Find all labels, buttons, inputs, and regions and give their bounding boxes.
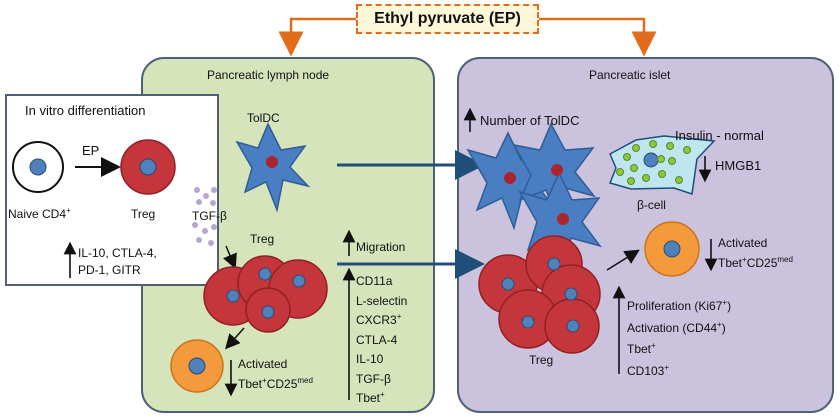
invitro-effect-2: PD-1, GITR	[78, 263, 141, 277]
ep-title: Ethyl pyruvate (EP)	[356, 4, 539, 34]
islet-activated-label: Activated	[718, 236, 768, 250]
islet-toldc-label: Number of TolDC	[480, 113, 580, 128]
ep-arrow-right	[539, 17, 657, 57]
lymph-treg-label: Treg	[250, 232, 275, 246]
tgf-to-treg-arrow	[223, 245, 237, 270]
naive-cd4-label: Naive CD4+	[8, 206, 71, 221]
tgf-beta-label: TGF-β	[192, 209, 227, 223]
beta-cell-label: β-cell	[637, 198, 666, 212]
tgf-beta-dots	[192, 187, 217, 246]
effect-cd103: CD103+	[627, 362, 670, 378]
treg-to-activated-arrow	[225, 327, 245, 350]
effect-activation: Activation (CD44+)	[627, 319, 726, 335]
migration-label: Migration	[356, 240, 406, 254]
invitro-heading: In vitro differentiation	[25, 103, 146, 118]
islet-treg-label: Treg	[529, 353, 554, 367]
lymph-node-heading: Pancreatic lymph node	[207, 68, 330, 82]
marker-cxcr3: CXCR3+	[356, 312, 402, 327]
islet-activated-phenotype: Tbet+CD25med	[718, 255, 793, 270]
lymph-toldc-label: TolDC	[247, 111, 280, 125]
effect-proliferation: Proliferation (Ki67+)	[627, 298, 732, 313]
marker-il10: IL-10	[356, 352, 384, 366]
marker-l-selectin: L-selectin	[356, 293, 408, 308]
islet-treg-activation-arrow	[606, 249, 640, 271]
lymph-marker-list: CD11a L-selectin CXCR3+ CTLA-4 IL-10 TGF…	[356, 270, 407, 407]
islet-effects-list: Proliferation (Ki67+) Activation (CD44+)…	[627, 294, 731, 380]
hmgb1-label: HMGB1	[715, 158, 762, 173]
lymph-activated-phenotype: Tbet+CD25med	[238, 376, 313, 391]
invitro-effect-1: IL-10, CTLA-4,	[78, 246, 157, 260]
invitro-treg-label: Treg	[131, 207, 156, 221]
insulin-label: Insulin - normal	[675, 128, 764, 143]
insulin-granules	[616, 140, 691, 185]
effect-tbet: Tbet+	[627, 341, 656, 356]
marker-tgf-beta: TGF-β	[356, 371, 391, 386]
ep-arrow-label: EP	[82, 143, 100, 158]
islet-heading: Pancreatic islet	[589, 68, 671, 82]
ep-arrow-left	[278, 17, 356, 57]
lymph-activated-label: Activated	[238, 357, 288, 371]
marker-tbet: Tbet+	[356, 390, 385, 405]
treg-cluster-lymph	[203, 255, 328, 333]
marker-cd11a: CD11a	[356, 274, 393, 288]
marker-ctla4: CTLA-4	[356, 332, 398, 347]
naive-nucleus	[29, 158, 47, 176]
